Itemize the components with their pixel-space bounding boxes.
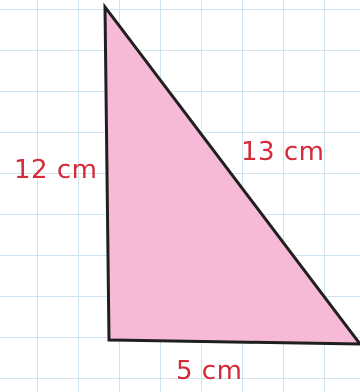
base-label: 5 cm (176, 356, 243, 386)
right-triangle (103, 2, 360, 346)
left-side-label: 12 cm (14, 155, 98, 185)
hypotenuse-label: 13 cm (241, 137, 325, 167)
